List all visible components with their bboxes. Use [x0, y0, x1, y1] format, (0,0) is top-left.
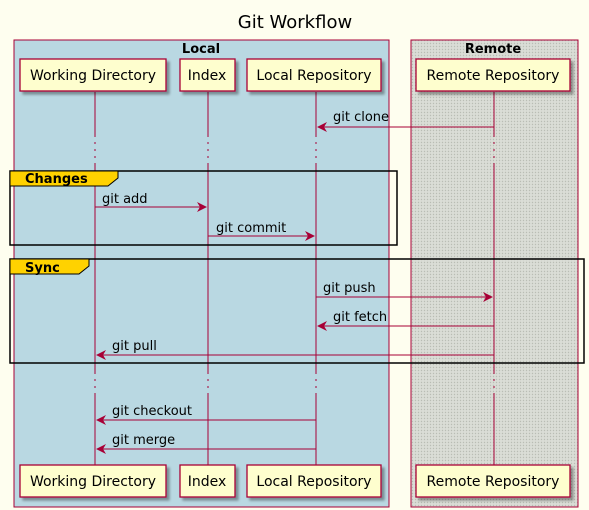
participant-index-bottom: Index: [179, 464, 236, 498]
participant-working-directory-bottom: Working Directory: [19, 464, 167, 498]
message-label-git-fetch: git fetch: [333, 310, 387, 325]
participant-label: Index: [188, 68, 227, 84]
participant-remote-repository-bottom: Remote Repository: [415, 464, 571, 498]
message-label-git-checkout: git checkout: [112, 404, 192, 419]
participant-index-top: Index: [179, 58, 236, 92]
message-label-git-push: git push: [323, 281, 376, 296]
participant-label: Local Repository: [256, 68, 371, 84]
diagram-title: Git Workflow: [238, 12, 352, 33]
lifelines: [94, 92, 495, 465]
participant-label: Remote Repository: [427, 474, 560, 490]
participant-remote-repository-top: Remote Repository: [415, 58, 571, 92]
participant-label: Working Directory: [30, 68, 156, 84]
local-box-label: Local: [182, 42, 220, 57]
message-label-git-merge: git merge: [112, 433, 175, 448]
participant-local-repository-bottom: Local Repository: [246, 464, 382, 498]
message-arrows: [95, 122, 494, 454]
message-label-git-pull: git pull: [112, 339, 157, 354]
participant-label: Remote Repository: [427, 68, 560, 84]
message-label-git-commit: git commit: [216, 221, 286, 236]
group-label: Changes: [25, 172, 88, 187]
participant-local-repository-top: Local Repository: [246, 58, 382, 92]
participant-label: Working Directory: [30, 474, 156, 490]
remote-box-label: Remote: [465, 42, 522, 57]
group-label: Sync: [25, 261, 60, 276]
participant-working-directory-top: Working Directory: [19, 58, 167, 92]
group-sync: Sync: [9, 258, 585, 364]
message-label-git-clone: git clone: [333, 110, 389, 125]
group-changes: Changes: [9, 170, 398, 246]
message-label-git-add: git add: [102, 192, 148, 207]
participant-label: Local Repository: [256, 474, 371, 490]
participant-label: Index: [188, 474, 227, 490]
